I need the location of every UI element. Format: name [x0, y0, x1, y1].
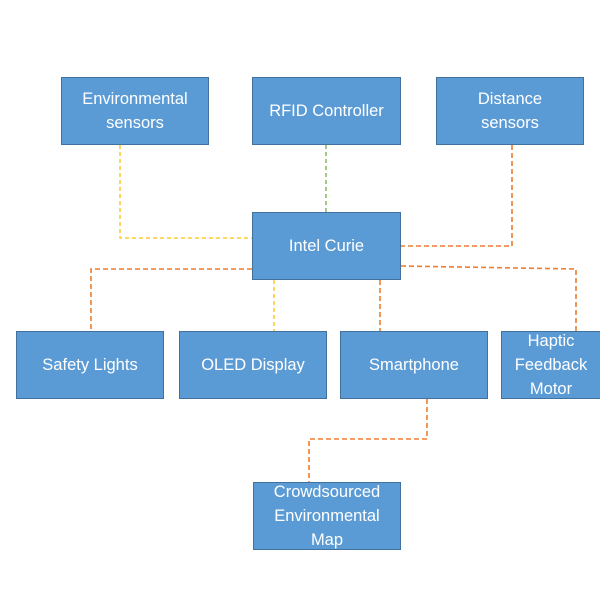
- node-environmental-sensors: Environmental sensors: [61, 77, 209, 145]
- node-distance-sensors: Distance sensors: [436, 77, 584, 145]
- connector-smartphone-crowdsourced-map: [308, 399, 428, 482]
- node-safety-lights: Safety Lights: [16, 331, 164, 399]
- node-haptic-feedback-motor-label: Haptic Feedback Motor: [514, 332, 588, 398]
- node-intel-curie: Intel Curie: [252, 212, 401, 280]
- connector-environmental-sensors-intel-curie: [119, 145, 252, 239]
- node-rfid-controller: RFID Controller: [252, 77, 401, 145]
- node-smartphone: Smartphone: [340, 331, 488, 399]
- node-oled-display: OLED Display: [179, 331, 327, 399]
- node-crowdsourced-map: Crowdsourced Environmental Map: [253, 482, 401, 550]
- connector-distance-sensors-intel-curie: [401, 145, 513, 247]
- connector-intel-curie-haptic-feedback-motor: [400, 265, 577, 331]
- connector-intel-curie-safety-lights: [90, 268, 252, 331]
- node-haptic-feedback-motor: Haptic Feedback Motor: [501, 331, 600, 399]
